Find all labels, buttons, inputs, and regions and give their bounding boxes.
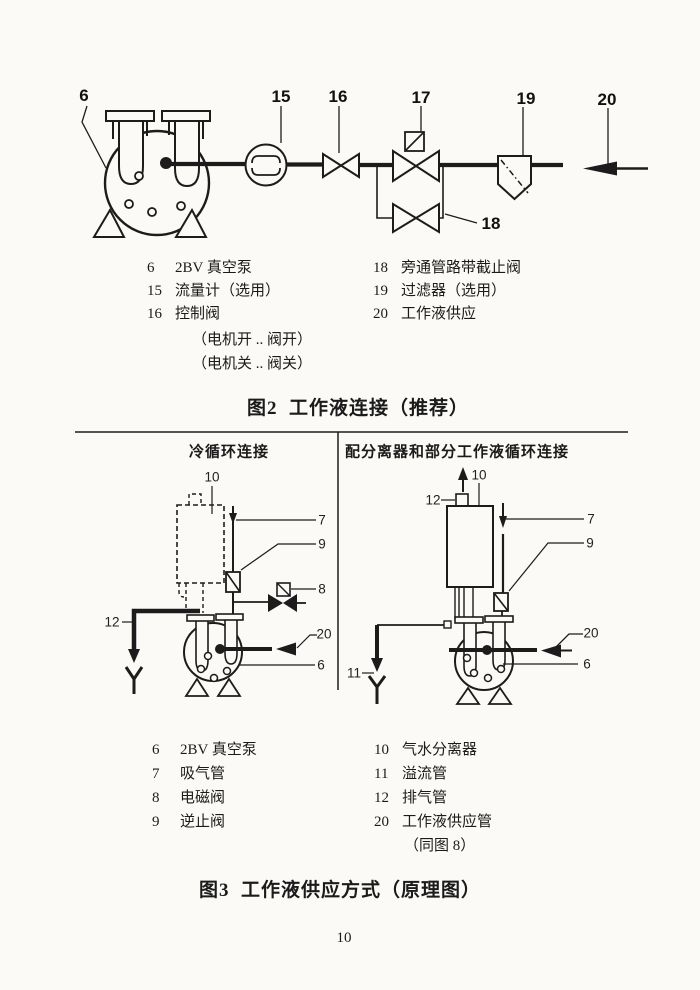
legend-num: 20 xyxy=(374,814,389,830)
fig3-left-diagram xyxy=(122,486,317,697)
label-7: 7 xyxy=(587,511,595,527)
filter-icon xyxy=(497,107,532,201)
legend-item: 16 控制阀 xyxy=(147,302,220,323)
legend-item: 15 流量计（选用） xyxy=(147,279,280,300)
legend-item: 20 工作液供应管 xyxy=(374,810,492,831)
legend-text: 工作液供应管 xyxy=(402,814,493,830)
legend-item: 18 旁通管路带截止阀 xyxy=(373,256,521,277)
label-9: 9 xyxy=(318,536,326,552)
fig3-left-header: 冷循环连接 xyxy=(188,444,270,461)
label-6: 6 xyxy=(79,86,89,105)
legend-item: 10 气水分离器 xyxy=(374,738,477,759)
legend-text: 旁通管路带截止阀 xyxy=(401,260,522,276)
page-number: 10 xyxy=(336,930,352,946)
legend-num: 16 xyxy=(147,306,162,322)
label-6: 6 xyxy=(317,657,325,673)
legend-text: 控制阀 xyxy=(175,306,221,322)
legend-num: 10 xyxy=(374,742,389,758)
fig3-caption: 图3 工作液供应方式（原理图） xyxy=(198,880,482,901)
label-12: 12 xyxy=(104,614,120,630)
label-20: 20 xyxy=(316,626,332,642)
label-20: 20 xyxy=(583,625,599,641)
legend-item: 6 2BV 真空泵 xyxy=(152,738,257,759)
legend-item: 20 工作液供应 xyxy=(373,302,476,323)
label-10: 10 xyxy=(204,469,220,485)
legend-num: 15 xyxy=(147,283,162,299)
legend-text: 工作液供应 xyxy=(401,306,477,322)
legend-item: 7 吸气管 xyxy=(152,762,225,783)
legend-text: 流量计（选用） xyxy=(175,283,281,299)
label-15: 15 xyxy=(271,87,291,106)
legend-text: 2BV 真空泵 xyxy=(180,742,257,758)
legend-num: 18 xyxy=(373,260,388,276)
legend-num: 6 xyxy=(147,260,155,276)
legend-item: （电机关 .. 阀关） xyxy=(164,352,312,373)
flow-meter-icon xyxy=(244,106,288,187)
vacuum-pump-icon xyxy=(81,105,211,238)
legend-text: 气水分离器 xyxy=(402,742,478,758)
legend-item: 19 过滤器（选用） xyxy=(373,279,506,300)
fig3-right-diagram xyxy=(362,467,584,705)
legend-item: （电机开 .. 阀开） xyxy=(164,328,312,349)
label-20: 20 xyxy=(597,90,617,109)
bypass-valve-18-icon xyxy=(392,202,478,234)
label-8: 8 xyxy=(318,581,326,597)
legend-num: 20 xyxy=(373,306,388,322)
legend-num: 12 xyxy=(374,790,389,806)
legend-num: 7 xyxy=(152,766,160,782)
legend-text: 逆止阀 xyxy=(180,814,226,830)
fig3-panel-frame xyxy=(75,431,628,690)
legend-text: 过滤器（选用） xyxy=(401,283,507,299)
legend-item: 12 排气管 xyxy=(374,786,447,807)
legend-item: 6 2BV 真空泵 xyxy=(147,256,252,277)
legend-item: 9 逆止阀 xyxy=(152,810,225,831)
legend-text: （电机开 .. 阀开） xyxy=(192,332,313,348)
legend-text: 溢流管 xyxy=(402,766,448,782)
legend-item: （同图 8） xyxy=(376,834,475,855)
label-7: 7 xyxy=(318,512,326,528)
label-9: 9 xyxy=(586,535,594,551)
legend-num: 19 xyxy=(373,283,388,299)
legend-item: 8 电磁阀 xyxy=(152,786,225,807)
legend-num: 8 xyxy=(152,790,160,806)
fig2-caption: 图2 工作液连接（推荐） xyxy=(246,398,470,419)
legend-text: （电机关 .. 阀关） xyxy=(192,356,313,372)
label-19: 19 xyxy=(516,89,536,108)
legend-text: 2BV 真空泵 xyxy=(175,260,252,276)
legend-text: 电磁阀 xyxy=(180,790,226,806)
legend-item: 11 溢流管 xyxy=(374,762,447,783)
label-12: 12 xyxy=(425,492,441,508)
label-10: 10 xyxy=(471,467,487,483)
shutoff-valve-17-icon xyxy=(376,106,444,219)
label-17: 17 xyxy=(411,88,431,107)
label-6: 6 xyxy=(583,656,591,672)
legend-text: （同图 8） xyxy=(404,838,476,854)
fig3-right-header: 配分离器和部分工作液循环连接 xyxy=(344,444,570,461)
legend-num: 11 xyxy=(374,766,389,782)
control-valve-icon xyxy=(322,106,360,179)
label-16: 16 xyxy=(328,87,348,106)
legend-num: 9 xyxy=(152,814,160,830)
supply-arrow-icon xyxy=(583,108,648,176)
legend-num: 6 xyxy=(152,742,160,758)
legend-text: 排气管 xyxy=(402,790,448,806)
main-pipe-line xyxy=(171,161,563,168)
label-11: 11 xyxy=(346,665,362,681)
label-18: 18 xyxy=(481,214,501,233)
legend-text: 吸气管 xyxy=(180,766,226,782)
